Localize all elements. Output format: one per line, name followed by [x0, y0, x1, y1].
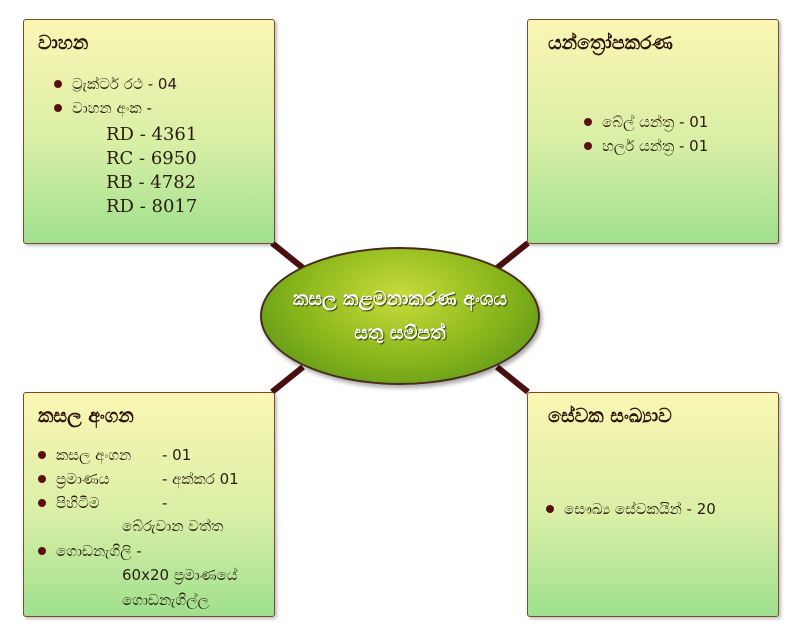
equipment-box: යන්ත්‍රෝපකරණ බේල් යන්ත්‍ර - 01 හලර් යන්ත…	[527, 19, 779, 244]
building-list: ගොඩනැගිලි -	[38, 539, 142, 563]
location-value: බේරුවාන වත්ත	[122, 517, 224, 535]
list-item: සෞඛ්‍ය සේවකයින් - 20	[546, 497, 716, 521]
vehicle-number: RD - 4361	[106, 124, 198, 145]
equipment-title: යන්ත්‍රෝපකරණ	[548, 32, 673, 54]
waste-yard-box: කසල අංගන කසල අංගන - 01 ප්‍රමාණය - අක්කර 01…	[23, 392, 275, 617]
connector-bottom-left	[270, 364, 305, 395]
vehicles-box: වාහන ට්‍රැක්ටර් රථ - 04 වාහන අංක - RD - …	[23, 19, 275, 244]
list-item: ගොඩනැගිලි -	[38, 539, 142, 563]
equipment-list: බේල් යන්ත්‍ර - 01 හලර් යන්ත්‍ර - 01	[584, 110, 708, 158]
list-item: පිහිටීම -	[38, 491, 239, 515]
center-title-line1: කසල කළමනාකරණ අංශය	[292, 288, 508, 310]
item-value: - අක්කර 01	[162, 470, 239, 488]
vehicles-list: ට්‍රැක්ටර් රථ - 04 වාහන අංක -	[54, 72, 177, 120]
staff-box: සේවක සංඛ්‍යාව සෞඛ්‍ය සේවකයින් - 20	[527, 392, 779, 617]
center-topic: කසල කළමනාකරණ අංශය සතු සම්පත්	[260, 247, 540, 385]
list-item: වාහන අංක -	[54, 96, 177, 120]
list-item: කසල අංගන - 01	[38, 443, 239, 467]
vehicle-numbers: RD - 4361 RC - 6950 RB - 4782 RD - 8017	[106, 123, 197, 219]
connector-bottom-right	[495, 364, 530, 395]
item-label: පිහිටීම	[56, 494, 100, 512]
staff-title: සේවක සංඛ්‍යාව	[548, 405, 672, 427]
item-label: ප්‍රමාණය	[56, 470, 110, 488]
vehicle-number: RC - 6950	[106, 148, 197, 169]
item-value: -	[162, 494, 168, 512]
list-item: බේල් යන්ත්‍ර - 01	[584, 110, 708, 134]
staff-list: සෞඛ්‍ය සේවකයින් - 20	[546, 497, 716, 521]
connector-top-right	[495, 240, 530, 271]
waste-yard-title: කසල අංගන	[38, 405, 134, 427]
list-item: ට්‍රැක්ටර් රථ - 04	[54, 72, 177, 96]
building-line: ගොඩනැගිල්ල	[122, 591, 209, 609]
waste-yard-list: කසල අංගන - 01 ප්‍රමාණය - අක්කර 01 පිහිටීම -	[38, 443, 239, 515]
center-title-line2: සතු සම්පත්	[354, 322, 446, 344]
item-value: - 01	[162, 446, 192, 464]
building-line: 60x20 ප්‍රමාණයේ	[122, 566, 238, 584]
vehicle-number: RB - 4782	[106, 172, 197, 193]
item-label: කසල අංගන	[56, 446, 132, 464]
list-item: හලර් යන්ත්‍ර - 01	[584, 134, 708, 158]
vehicles-title: වාහන	[38, 32, 89, 54]
list-item: ප්‍රමාණය - අක්කර 01	[38, 467, 239, 491]
connector-top-left	[270, 240, 305, 271]
vehicle-number: RD - 8017	[106, 196, 198, 217]
building-description: 60x20 ප්‍රමාණයේ ගොඩනැගිල්ල	[122, 563, 238, 613]
